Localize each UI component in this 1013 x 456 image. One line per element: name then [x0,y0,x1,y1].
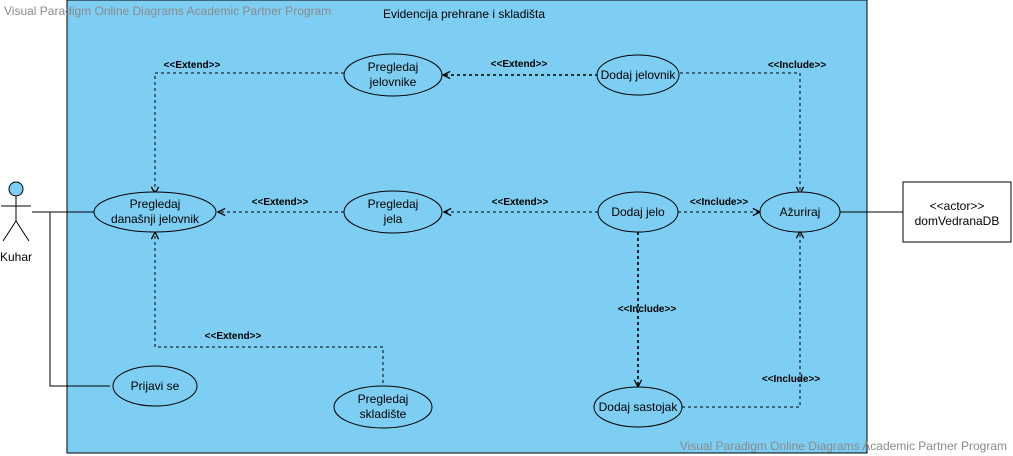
usecase-label-sastojak: Dodaj sastojak [599,400,679,414]
label-extend-3: <<Extend>> [252,197,309,208]
label-extend-5: <<Extend>> [205,331,262,342]
include-sastojak-azuriraj [682,231,800,408]
actor-db-box[interactable] [902,181,1012,243]
actor-db-name: domVedranaDB [915,214,1000,228]
usecase-label-jela-1: Pregledaj [368,197,419,211]
usecase-pregledaj-jelovnike[interactable] [343,53,443,97]
actor-db-stereotype: <<actor>> [930,199,985,213]
usecase-label-azuriraj: Ažuriraj [780,205,821,219]
usecase-pregledaj-jela[interactable] [343,190,443,234]
usecase-label-dodaj-jelovnik: Dodaj jelovnik [601,68,677,82]
extend-jelovnike-danasnji [155,72,344,194]
label-include-2: <<Include>> [690,197,749,208]
label-include-3: <<Include>> [618,304,677,315]
usecase-label-danasnji-2: današnji jelovnik [111,212,200,226]
actor-kuhar-label: Kuhar [0,250,32,264]
usecase-label-prijavi-se: Prijavi se [131,379,180,393]
usecase-label-skladiste-1: Pregledaj [358,392,409,406]
label-extend-1: <<Extend>> [164,60,221,71]
usecase-prijavi-se[interactable] [112,365,198,407]
usecase-azuriraj[interactable] [759,191,841,233]
usecase-label-skladiste-2: skladište [360,407,407,421]
association-kuhar-prijavi [40,211,110,387]
actor-kuhar[interactable] [1,181,31,242]
usecase-label-danasnji-1: Pregledaj [130,197,181,211]
label-extend-4: <<Extend>> [492,197,549,208]
usecase-label-dodaj-jelo: Dodaj jelo [611,205,665,219]
usecase-dodaj-sastojak[interactable] [593,386,683,428]
extend-skladiste-danasnji [155,232,384,389]
system-title: Evidencija prehrane i skladišta [383,7,545,21]
label-include-4: <<Include>> [762,374,821,385]
usecase-label-pregledaj-jelovnike-2: jelovnike [369,75,417,89]
actor-kuhar-head [8,181,24,197]
usecase-label-pregledaj-jelovnike-1: Pregledaj [368,60,419,74]
include-dodajjelovnik-azuriraj [680,72,800,194]
usecase-pregledaj-skladiste[interactable] [333,385,433,429]
label-extend-2: <<Extend>> [491,59,548,70]
watermark-bottom: Visual Paradigm Online Diagrams Academic… [680,439,1007,453]
label-include-1: <<Include>> [768,60,827,71]
usecase-dodaj-jelovnik[interactable] [596,54,680,96]
usecase-label-jela-2: jela [383,212,403,226]
usecase-dodaj-jelo[interactable] [597,191,679,233]
usecase-pregledaj-danasnji[interactable] [93,191,217,233]
system-boundary [66,0,868,454]
watermark-top: Visual Paradigm Online Diagrams Academic… [4,4,331,18]
